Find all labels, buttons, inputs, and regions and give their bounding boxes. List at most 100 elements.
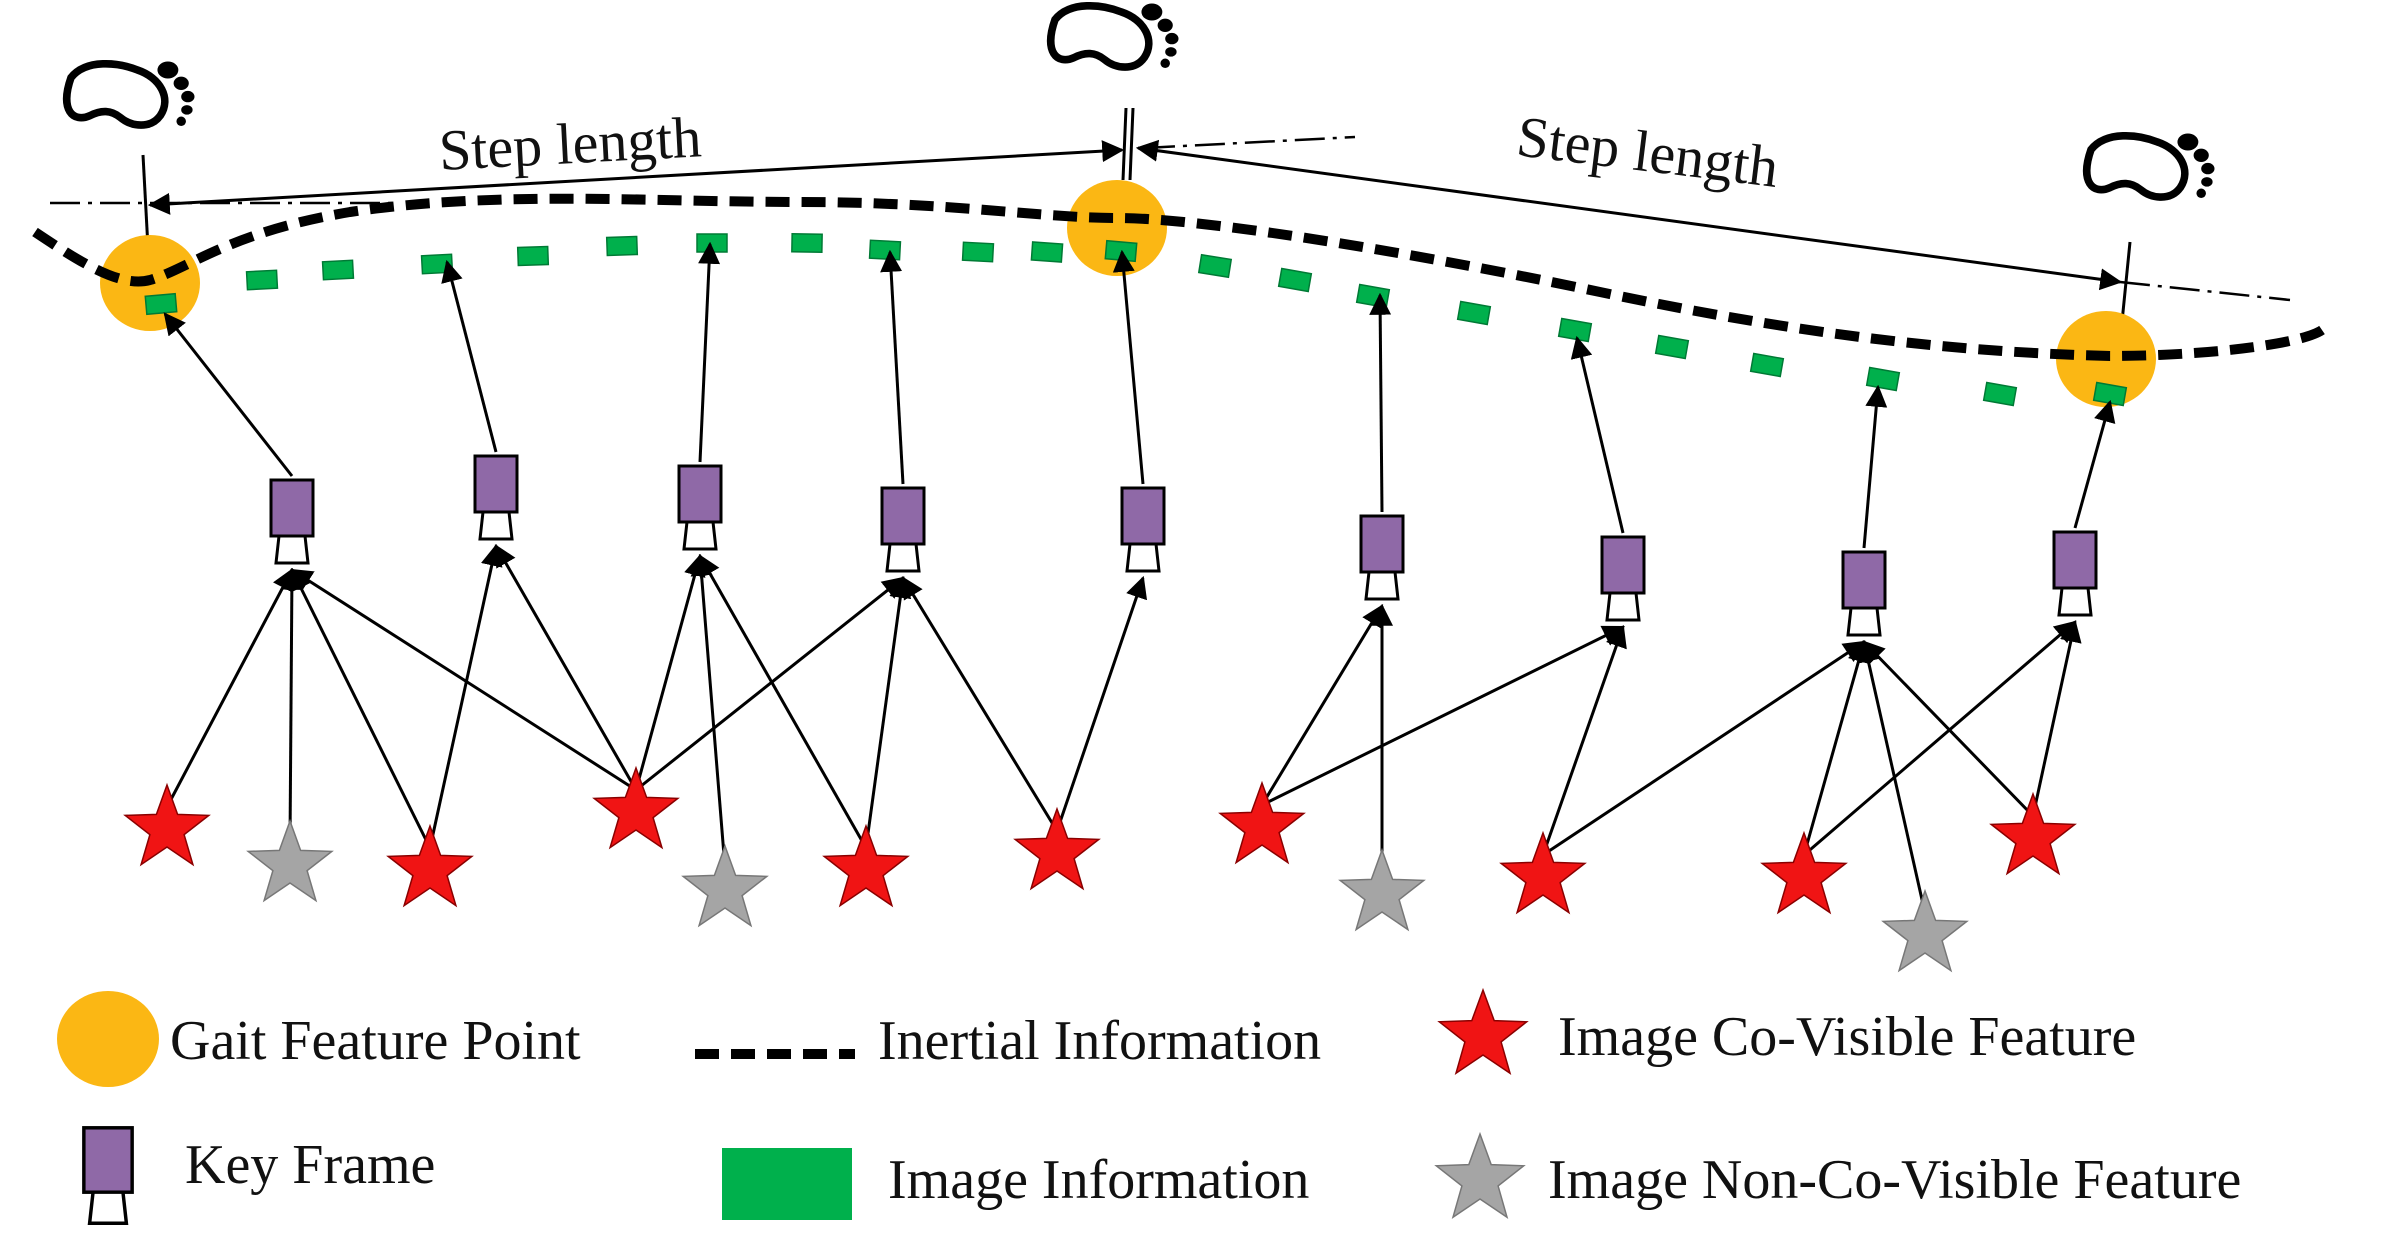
image-information-mark — [321, 259, 355, 281]
feature-to-key-frame-link — [690, 553, 727, 869]
co-visible-feature-star-icon — [386, 823, 474, 908]
step-length-arrow-1 — [147, 140, 1125, 215]
legend-image-non-co-visible-feature: Image Non-Co-Visible Feature — [1548, 1149, 2241, 1211]
key-frame-to-path-link — [1862, 384, 1888, 549]
image-information-mark — [1030, 241, 1064, 263]
camera-icon — [677, 464, 723, 551]
camera-icon — [1841, 550, 1887, 637]
feature-to-key-frame-link — [494, 544, 638, 791]
feature-to-key-frame-link — [1802, 639, 1870, 856]
camera-icon — [1120, 486, 1166, 573]
feature-to-key-frame-link — [1261, 625, 1625, 807]
feature-to-key-frame-link — [1803, 620, 2077, 857]
legend-non-co-visible-swatch — [1434, 1131, 1526, 1219]
legend-image-co-visible-feature: Image Co-Visible Feature — [1558, 1006, 2136, 1068]
feature-to-key-frame-link — [634, 553, 706, 791]
image-information-mark — [868, 239, 902, 261]
image-information-mark — [1749, 352, 1785, 378]
camera-icon — [1359, 514, 1405, 601]
footprint-icon — [2087, 133, 2215, 198]
image-information-mark — [791, 232, 823, 254]
legend-image-information-swatch — [722, 1148, 852, 1220]
co-visible-feature-star-icon — [1989, 791, 2077, 876]
image-information-marks — [144, 232, 2128, 407]
image-information-mark — [1654, 334, 1690, 360]
image-information-mark — [1982, 381, 2018, 407]
camera-icon — [880, 486, 926, 573]
co-visible-feature-star-icon — [123, 782, 211, 867]
feature-to-key-frame-link — [2031, 619, 2082, 817]
image-information-mark — [1456, 300, 1492, 326]
feature-to-key-frame-link — [280, 567, 303, 844]
key-frame-to-path-link — [163, 312, 294, 477]
key-frame-to-path-link — [880, 249, 905, 485]
feature-to-key-frame-link — [1542, 640, 1866, 857]
step-length-arrow-2 — [1135, 139, 2123, 291]
image-information-mark — [245, 269, 279, 291]
legend-gait-feature-point: Gait Feature Point — [170, 1010, 581, 1072]
legend-image-information: Image Information — [888, 1149, 1309, 1211]
gait-feature-point — [1067, 180, 1167, 276]
key-frame-to-path-link — [441, 259, 498, 453]
observation-links — [163, 241, 2116, 914]
image-information-mark — [961, 241, 995, 263]
camera-icon — [2052, 530, 2098, 617]
image-information-mark — [1557, 317, 1593, 343]
footprint-icon — [67, 61, 195, 126]
co-visible-feature-star-icon — [822, 823, 910, 908]
non-co-visible-feature-star-icon — [681, 843, 769, 928]
co-visible-feature-star-icon — [592, 765, 680, 850]
gait-feature-points — [100, 180, 2156, 407]
non-co-visible-feature-star-icon — [1881, 888, 1969, 973]
feature-to-key-frame-link — [698, 554, 868, 849]
image-information-mark — [1355, 283, 1391, 309]
camera-icon — [473, 454, 519, 541]
legend-key-frame: Key Frame — [185, 1134, 435, 1196]
feature-to-key-frame-link — [901, 576, 1059, 832]
feature-to-key-frame-link — [290, 568, 432, 849]
footprint-icon — [1051, 3, 1179, 68]
image-information-mark — [1277, 267, 1313, 293]
non-co-visible-feature-star-icon — [246, 818, 334, 903]
legend-co-visible-swatch — [1437, 987, 1529, 1075]
key-frame-to-path-link — [1570, 335, 1625, 534]
image-information-mark — [144, 292, 178, 316]
non-co-visible-feature-star-icon — [1338, 847, 1426, 932]
key-frame-to-path-link — [2073, 399, 2116, 529]
key-frame-to-path-link — [1112, 249, 1145, 485]
feature-to-key-frame-link — [635, 576, 905, 792]
feature-to-key-frame-link — [165, 568, 294, 808]
legend: Gait Feature Point Inertial Information … — [57, 987, 2241, 1225]
camera-icon — [269, 478, 315, 565]
co-visible-feature-star-icon — [1013, 806, 1101, 891]
co-visible-feature-star-icon — [1760, 830, 1848, 915]
step-length-label-2: Step length — [1513, 103, 1782, 200]
feature-to-key-frame-link — [864, 575, 912, 849]
image-information-mark — [1865, 366, 1901, 392]
image-information-mark — [696, 233, 728, 253]
step-length-label-1: Step length — [437, 104, 703, 183]
feature-to-key-frame-link — [1260, 604, 1384, 806]
co-visible-feature-star-icon — [1218, 780, 1306, 865]
camera-icon — [1600, 535, 1646, 622]
image-information-mark — [1197, 253, 1233, 279]
key-frame-to-path-link — [1369, 292, 1392, 513]
features — [123, 765, 2077, 973]
co-visible-feature-star-icon — [1499, 830, 1587, 915]
feature-to-key-frame-link — [1541, 624, 1627, 856]
legend-inertial-information: Inertial Information — [878, 1010, 1321, 1072]
legend-gait-point-swatch — [57, 991, 159, 1087]
image-information-mark — [605, 235, 639, 257]
image-information-mark — [516, 245, 550, 267]
key-frames — [269, 454, 2098, 637]
star-icon — [1437, 987, 1529, 1075]
feature-to-key-frame-link — [290, 568, 637, 792]
feature-to-key-frame-link — [1055, 575, 1148, 832]
inertial-information-curve — [32, 193, 2325, 362]
key-frame-to-path-link — [698, 241, 721, 463]
star-icon — [1434, 1131, 1526, 1219]
image-information-mark — [1104, 239, 1138, 263]
legend-key-frame-swatch — [82, 1126, 134, 1225]
feature-to-key-frame-link — [428, 543, 503, 849]
